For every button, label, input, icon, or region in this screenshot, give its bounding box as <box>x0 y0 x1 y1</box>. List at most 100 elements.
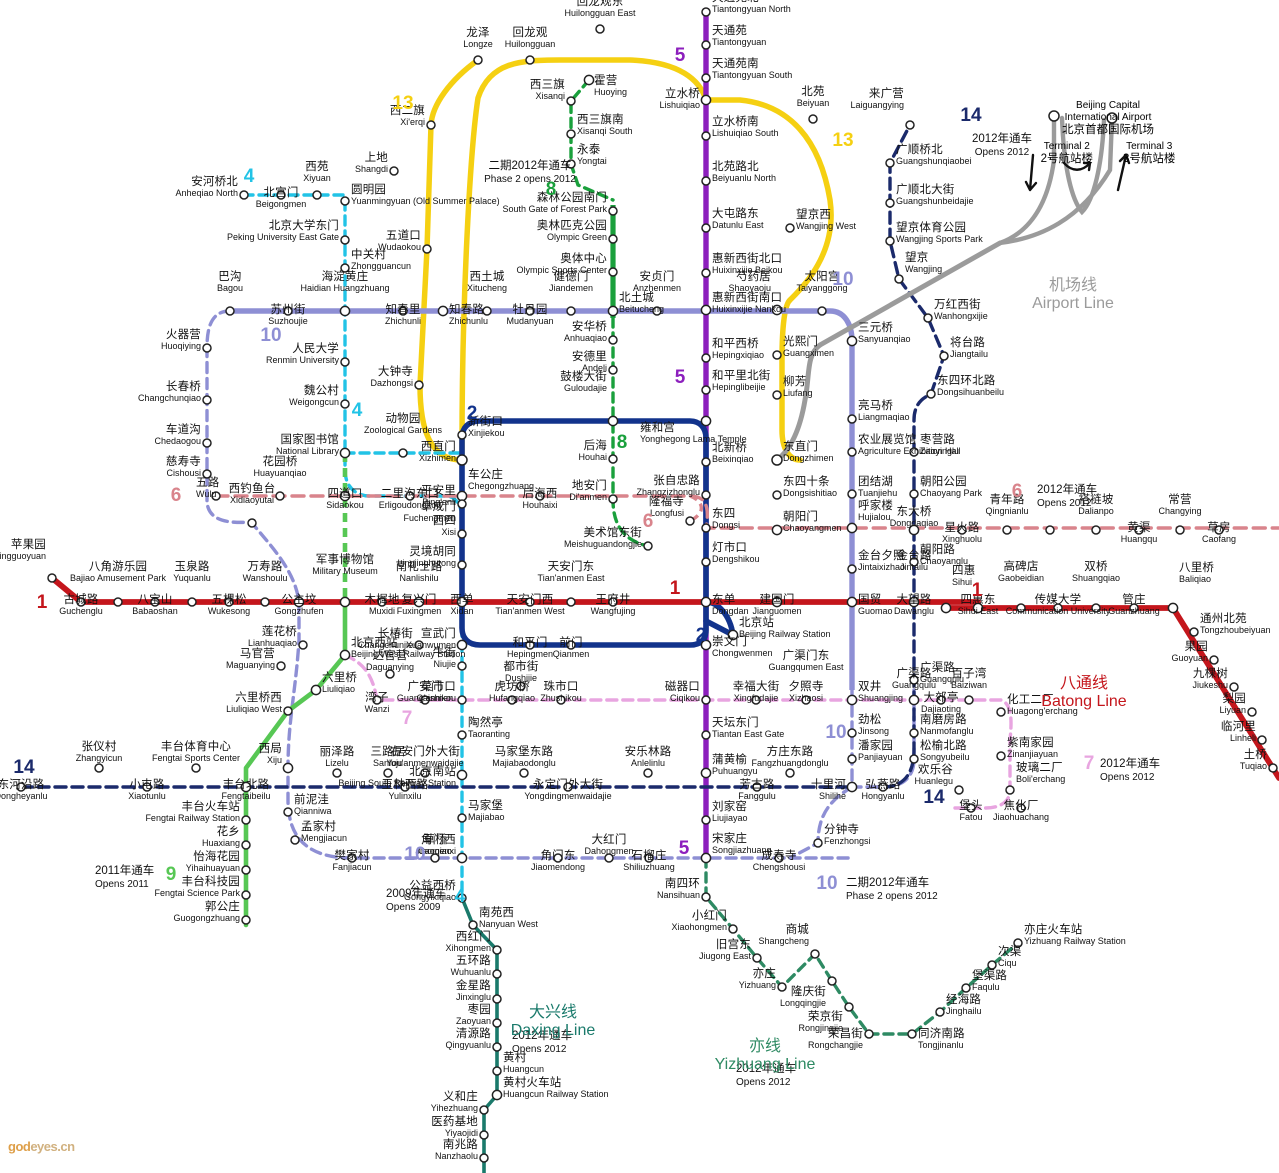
line-8-phase2-dashed <box>569 78 615 202</box>
station-name-en: Meishuguandongjie <box>563 538 642 549</box>
station-name-en: Peking University East Gate <box>226 231 339 242</box>
line-number-badge: 5 <box>678 838 690 859</box>
line-number-badge: 8 <box>616 432 628 453</box>
station-name-cn: 立水桥 <box>664 88 700 100</box>
station-name-en: Beijing Railway Station <box>739 628 831 639</box>
line-number-badge: 4 <box>243 166 255 187</box>
line-number-badge: 10 <box>404 844 426 865</box>
station-name-en: Baiziwan <box>950 679 988 690</box>
station-label: 天通苑北Tiantongyuan North <box>712 0 791 14</box>
station-name-cn: 朝阳公园 <box>920 476 967 488</box>
station-name-en: Wukesong <box>207 605 251 616</box>
station-name-en: Xiyuan <box>303 172 331 183</box>
station-name-cn: 通州北苑 <box>1200 613 1247 625</box>
station-name-en: Huangqu <box>1120 533 1158 544</box>
station-name-cn: 北京西站 <box>351 637 398 649</box>
station-name-cn: 龙泽 <box>466 27 490 39</box>
station-name-cn: 天通苑南 <box>712 58 759 70</box>
station-name-en: Fatou <box>959 811 983 822</box>
station-name-en: Sidaokou <box>326 499 364 510</box>
station-name-cn: 地安门 <box>571 480 607 492</box>
station-name-en: Zoological Gardens <box>363 424 443 435</box>
line-name-en: Airport Line <box>1032 295 1114 313</box>
station-name-cn: 劲松 <box>858 714 882 726</box>
station-name-en: Dushijie <box>504 672 538 683</box>
station-name-en: Changying <box>1158 505 1202 516</box>
terminal-2-en: Terminal 2 <box>1043 140 1090 152</box>
station-name-en: Pingguoyuan <box>0 550 46 561</box>
station-name-en: Lianhuaqiao <box>247 637 297 648</box>
station-label: 苹果园Pingguoyuan <box>0 539 46 561</box>
station-name-en: Yiyaojidi <box>444 1127 478 1138</box>
station-name-cn: 郭公庄 <box>204 901 240 913</box>
airport-title-en2: International Airport <box>1064 112 1152 123</box>
line-number-badge: 4 <box>351 400 363 421</box>
station-name-cn: 平安里 <box>420 485 456 497</box>
line-13-branch <box>417 57 481 463</box>
station-name-en: Nanmofanglu <box>920 725 974 736</box>
station-name-en: Olympic Sports Center <box>516 264 607 275</box>
airport-title-en1: Beijing Capital <box>1076 100 1140 111</box>
station-name-en: Dongheyanlu <box>0 790 48 801</box>
station-name-en: Wanhongxijie <box>934 310 988 321</box>
station-name-cn: 分钟寺 <box>824 824 860 836</box>
line-number-badge: 14 <box>960 105 982 126</box>
station-name-cn: 传媒大学 <box>1034 594 1082 606</box>
station-name-cn: 五路 <box>196 477 220 489</box>
station-name-en: Jiugong East <box>698 950 751 961</box>
station-name-cn: 长椿街 <box>377 628 413 640</box>
station-name-en: Beixinqiao <box>712 453 754 464</box>
station-name-en: Beigongmen <box>255 198 307 209</box>
station-name-en: Chaoyanglu <box>920 555 969 566</box>
station-name-en: Xuanwumen <box>405 639 456 650</box>
station-name-cn: 百子湾 <box>951 668 987 680</box>
station-name-cn: 二里沟东口 <box>380 488 440 500</box>
station-name-cn: 公益西桥 <box>409 880 456 892</box>
station-name-en: Xisi <box>441 526 456 537</box>
station-name-cn: 幸福大街 <box>732 681 780 693</box>
station-name-en: Guangqumen East <box>768 661 844 672</box>
station-name-cn: 珠市口 <box>543 681 579 693</box>
station-name-en: Hepingmen <box>506 648 554 659</box>
line-number-badge: 4 <box>454 886 466 907</box>
station-name-cn: 经海路 <box>946 994 982 1006</box>
line-number-badge: 14 <box>13 757 35 778</box>
line-number-badge: 7 <box>401 708 413 729</box>
station-name-cn: 南磨房路 <box>920 714 967 726</box>
station-name-en: Houhai <box>578 451 607 462</box>
station-name-cn: 北土城 <box>619 292 655 304</box>
station-name-cn: 隆庆街 <box>790 986 826 998</box>
station-dots <box>16 7 1278 1163</box>
station-name-cn: 东四环北路 <box>937 375 996 387</box>
station-name-cn: 义和庄 <box>442 1091 478 1103</box>
